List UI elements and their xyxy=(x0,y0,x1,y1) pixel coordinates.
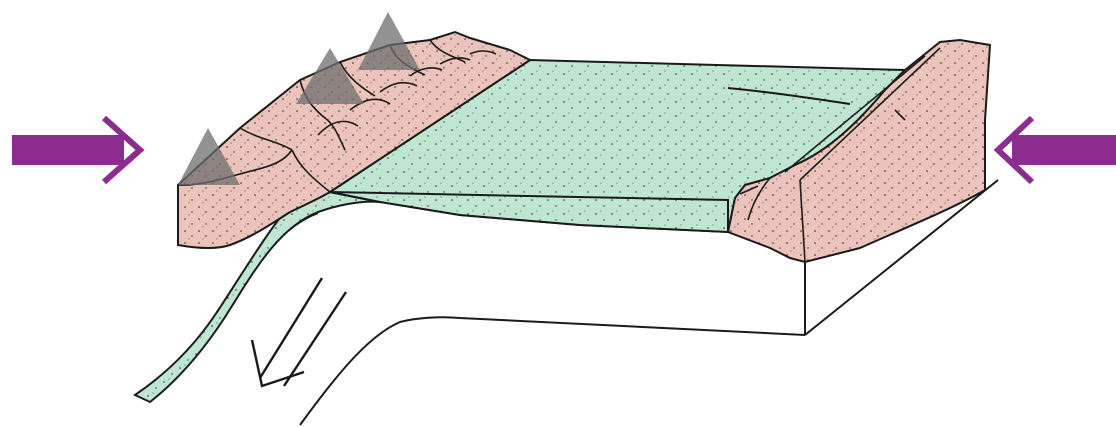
volcano-3 xyxy=(358,12,420,70)
ocean-floor-front xyxy=(330,192,728,232)
left-compression-arrow xyxy=(12,118,140,182)
subduction-direction-arrow xyxy=(252,278,346,386)
right-compression-arrow xyxy=(998,118,1116,182)
